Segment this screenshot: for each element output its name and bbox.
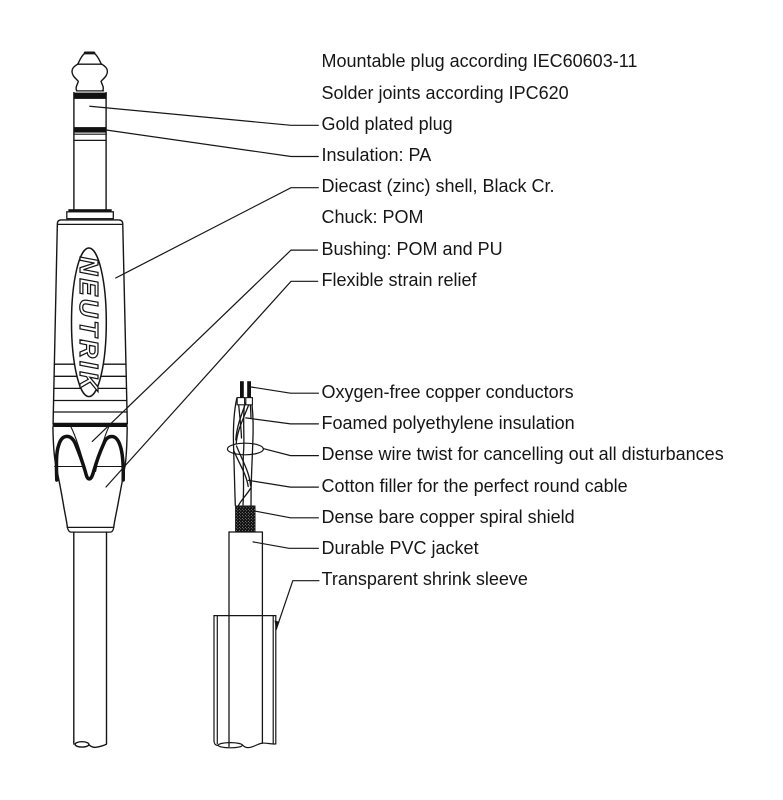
svg-text:NEUTRIK: NEUTRIK	[74, 257, 104, 394]
